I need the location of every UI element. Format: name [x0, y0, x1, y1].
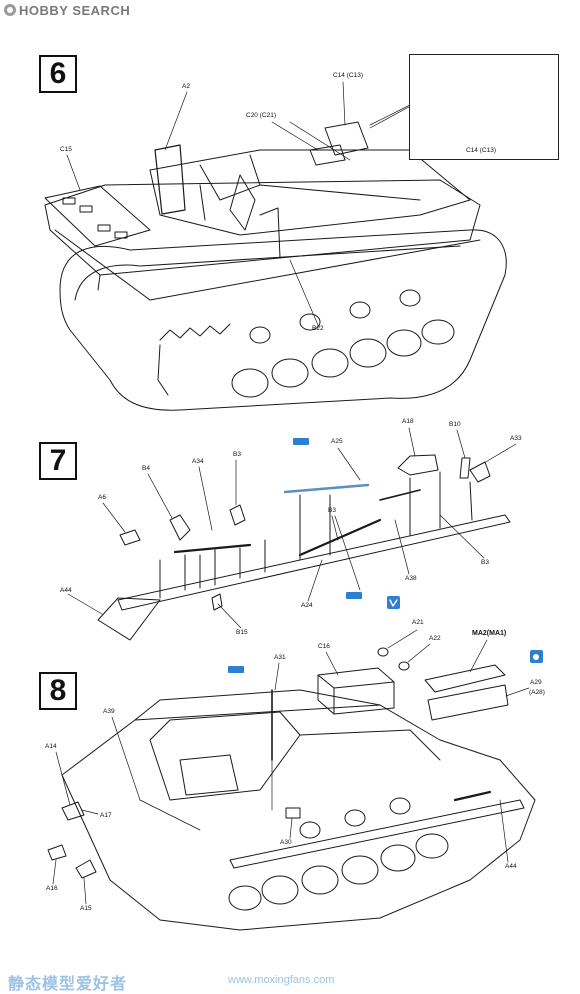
label-a33: A33	[510, 435, 522, 442]
step8-hull-drawing	[47, 647, 536, 931]
step7-drawing	[97, 454, 511, 641]
label-a17: A17	[100, 812, 112, 819]
label-a2: A2	[182, 83, 190, 90]
label-a16: A16	[46, 885, 58, 892]
label-c20: C20 (C21)	[246, 112, 276, 119]
watermark-chinese: 静态模型爱好者	[8, 976, 128, 993]
label-a14: A14	[45, 743, 57, 750]
label-c14-inset: C14 (C13)	[466, 147, 496, 154]
label-b3-right: B3	[481, 559, 489, 566]
label-c14: C14 (C13)	[333, 72, 363, 79]
step-number-8: 8	[39, 672, 77, 710]
step8-leader-lines	[52, 629, 530, 905]
hobbysearch-header: HOBBY SEARCH	[4, 2, 130, 18]
label-a44-step7: A44	[60, 587, 72, 594]
label-a39: A39	[103, 708, 115, 715]
label-a21: A21	[412, 619, 424, 626]
step7-leader-lines	[67, 427, 517, 629]
label-b3-mid: B3	[328, 507, 336, 514]
label-a34: A34	[192, 458, 204, 465]
label-a30: A30	[280, 839, 292, 846]
label-a28: (A28)	[529, 689, 545, 696]
label-c15: C15	[60, 146, 72, 153]
watermark: 静态模型爱好者 www.moxingfans.com	[0, 966, 580, 993]
label-a25: A25	[331, 438, 343, 445]
label-a6: A6	[98, 494, 106, 501]
label-a31: A31	[274, 654, 286, 661]
label-a38: A38	[405, 575, 417, 582]
label-b15: B15	[236, 629, 248, 636]
step6-inset-box	[409, 54, 559, 160]
label-b10: B10	[449, 421, 461, 428]
label-a15: A15	[80, 905, 92, 912]
label-ma2: MA2(MA1)	[472, 630, 507, 637]
watermark-url: www.moxingfans.com	[228, 974, 335, 986]
label-a24: A24	[301, 602, 313, 609]
label-a44-step8: A44	[505, 863, 517, 870]
step-number-7: 7	[39, 442, 77, 480]
brand-text: HOBBY SEARCH	[19, 2, 131, 18]
step8-road-wheels	[228, 797, 449, 911]
label-b22: B22	[312, 325, 324, 332]
label-c16: C16	[318, 643, 330, 650]
step6-hull-drawing	[44, 121, 507, 411]
blue-indicator-icon	[387, 596, 400, 609]
hobbysearch-logo-icon	[4, 4, 16, 16]
blue-indicators	[228, 438, 543, 673]
label-b4: B4	[142, 465, 150, 472]
label-b3-top: B3	[233, 451, 241, 458]
label-a29: A29	[530, 679, 542, 686]
step6-road-wheels	[231, 289, 455, 398]
step-number-6: 6	[39, 55, 77, 93]
label-a22: A22	[429, 635, 441, 642]
label-a18: A18	[402, 418, 414, 425]
